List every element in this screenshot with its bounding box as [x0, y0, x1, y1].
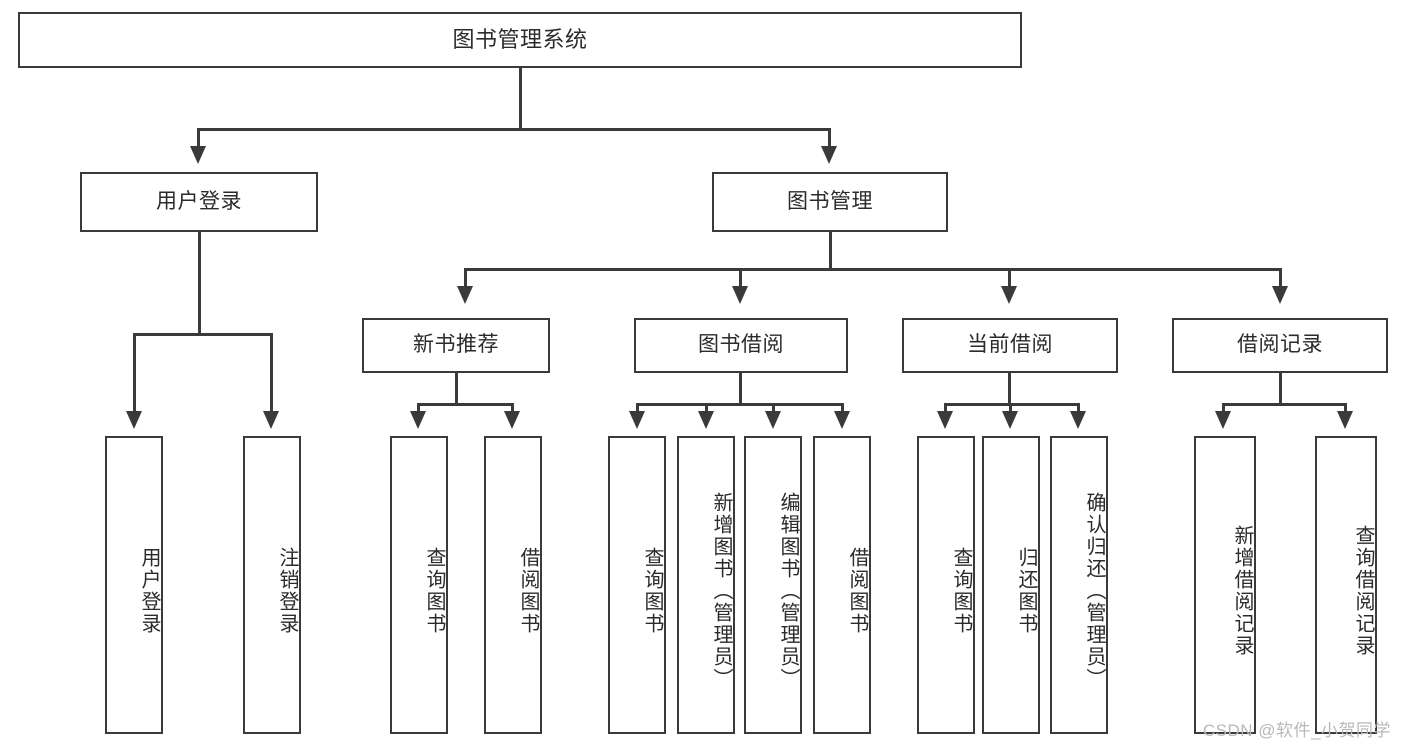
edge-cb-drop-2 — [1009, 403, 1012, 413]
edge-user-login-stem — [198, 232, 201, 335]
node-label: 借阅图书 — [846, 547, 868, 635]
edge-cb-stem — [1008, 373, 1011, 405]
leaf-br-query-record[interactable]: 查询借阅记录 — [1315, 436, 1377, 734]
edge-bb-drop-3 — [772, 403, 775, 413]
edge-bm-to-new-book — [464, 268, 467, 288]
edge-root-to-book-mgmt — [828, 128, 831, 148]
edge-bm-to-book-borrow — [739, 268, 742, 288]
edge-nbr-bar — [417, 403, 513, 406]
edge-bm-to-borrow-records — [1279, 268, 1282, 288]
edge-bb-stem — [739, 373, 742, 405]
leaf-logout[interactable]: 注销登录 — [243, 436, 301, 734]
csdn-watermark: CSDN @软件_小贺同学 — [1202, 721, 1391, 740]
edge-bb-drop-1 — [636, 403, 639, 413]
edge-nbr-stem — [455, 373, 458, 405]
node-label: 图书管理 — [787, 189, 873, 213]
node-label: 新增图书（管理员） — [710, 492, 732, 690]
node-label: 查询借阅记录 — [1352, 525, 1374, 657]
edge-user-login-bar — [133, 333, 273, 336]
arrow-to-leaf-bb-add-book — [698, 411, 714, 429]
arrow-to-leaf-bb-query-book — [629, 411, 645, 429]
leaf-nbr-query-book[interactable]: 查询图书 — [390, 436, 448, 734]
arrow-to-leaf-br-query-record — [1337, 411, 1353, 429]
node-label: 用户登录 — [138, 547, 160, 635]
edge-cb-drop-3 — [1077, 403, 1080, 413]
arrow-to-leaf-user-login — [126, 411, 142, 429]
edge-root-bar — [197, 128, 831, 131]
leaf-nbr-borrow-book[interactable]: 借阅图书 — [484, 436, 542, 734]
arrow-to-leaf-bb-edit-book — [765, 411, 781, 429]
arrow-to-leaf-cb-query-book — [937, 411, 953, 429]
edge-bb-drop-4 — [841, 403, 844, 413]
arrow-to-book-borrow — [732, 286, 748, 304]
arrow-to-leaf-bb-borrow-book — [834, 411, 850, 429]
edge-book-mgmt-bar — [464, 268, 1282, 271]
edge-book-mgmt-stem — [829, 232, 832, 270]
leaf-cb-return-book[interactable]: 归还图书 — [982, 436, 1040, 734]
edge-root-to-user-login — [197, 128, 200, 148]
arrow-to-leaf-nbr-borrow-book — [504, 411, 520, 429]
node-book-management[interactable]: 图书管理 — [712, 172, 948, 232]
node-label: 新增借阅记录 — [1231, 525, 1253, 657]
node-label: 编辑图书（管理员） — [777, 492, 799, 690]
edge-user-login-left-drop — [133, 333, 136, 413]
edge-nbr-left-drop — [417, 403, 420, 413]
edge-br-stem — [1279, 373, 1282, 405]
arrow-root-to-user-login — [190, 146, 206, 164]
edge-user-login-right-drop — [270, 333, 273, 413]
leaf-br-add-record[interactable]: 新增借阅记录 — [1194, 436, 1256, 734]
node-current-borrow[interactable]: 当前借阅 — [902, 318, 1118, 373]
leaf-bb-borrow-book[interactable]: 借阅图书 — [813, 436, 871, 734]
leaf-user-login[interactable]: 用户登录 — [105, 436, 163, 734]
node-label: 借阅图书 — [517, 547, 539, 635]
edge-cb-drop-1 — [944, 403, 947, 413]
edge-cb-bar — [944, 403, 1080, 406]
arrow-root-to-book-mgmt — [821, 146, 837, 164]
leaf-cb-query-book[interactable]: 查询图书 — [917, 436, 975, 734]
node-book-borrow[interactable]: 图书借阅 — [634, 318, 848, 373]
edge-br-left-drop — [1222, 403, 1225, 413]
edge-br-bar — [1222, 403, 1346, 406]
node-label: 归还图书 — [1015, 547, 1037, 635]
edge-bm-to-current-borrow — [1008, 268, 1011, 288]
edge-br-right-drop — [1344, 403, 1347, 413]
leaf-bb-edit-book[interactable]: 编辑图书（管理员） — [744, 436, 802, 734]
leaf-bb-query-book[interactable]: 查询图书 — [608, 436, 666, 734]
node-label: 图书管理系统 — [452, 27, 588, 53]
leaf-cb-confirm-return[interactable]: 确认归还（管理员） — [1050, 436, 1108, 734]
edge-bb-drop-2 — [705, 403, 708, 413]
arrow-to-new-book-recommend — [457, 286, 473, 304]
node-new-book-recommend[interactable]: 新书推荐 — [362, 318, 550, 373]
node-user-login[interactable]: 用户登录 — [80, 172, 318, 232]
leaf-bb-add-book[interactable]: 新增图书（管理员） — [677, 436, 735, 734]
arrow-to-leaf-br-add-record — [1215, 411, 1231, 429]
node-label: 借阅记录 — [1237, 333, 1323, 357]
node-label: 注销登录 — [276, 547, 298, 635]
node-label: 查询图书 — [641, 547, 663, 635]
edge-root-stem — [519, 68, 522, 130]
node-label: 查询图书 — [950, 547, 972, 635]
node-label: 当前借阅 — [967, 333, 1053, 357]
arrow-to-leaf-cb-return-book — [1002, 411, 1018, 429]
node-label: 查询图书 — [423, 547, 445, 635]
arrow-to-leaf-nbr-query-book — [410, 411, 426, 429]
arrow-to-leaf-cb-confirm-return — [1070, 411, 1086, 429]
arrow-to-borrow-records — [1272, 286, 1288, 304]
arrow-to-leaf-logout — [263, 411, 279, 429]
node-label: 用户登录 — [156, 189, 242, 213]
node-root-system[interactable]: 图书管理系统 — [18, 12, 1022, 68]
arrow-to-current-borrow — [1001, 286, 1017, 304]
node-label: 确认归还（管理员） — [1083, 492, 1105, 690]
node-label: 新书推荐 — [413, 333, 499, 357]
node-borrow-records[interactable]: 借阅记录 — [1172, 318, 1388, 373]
edge-bb-bar — [636, 403, 844, 406]
edge-nbr-right-drop — [511, 403, 514, 413]
node-label: 图书借阅 — [698, 333, 784, 357]
